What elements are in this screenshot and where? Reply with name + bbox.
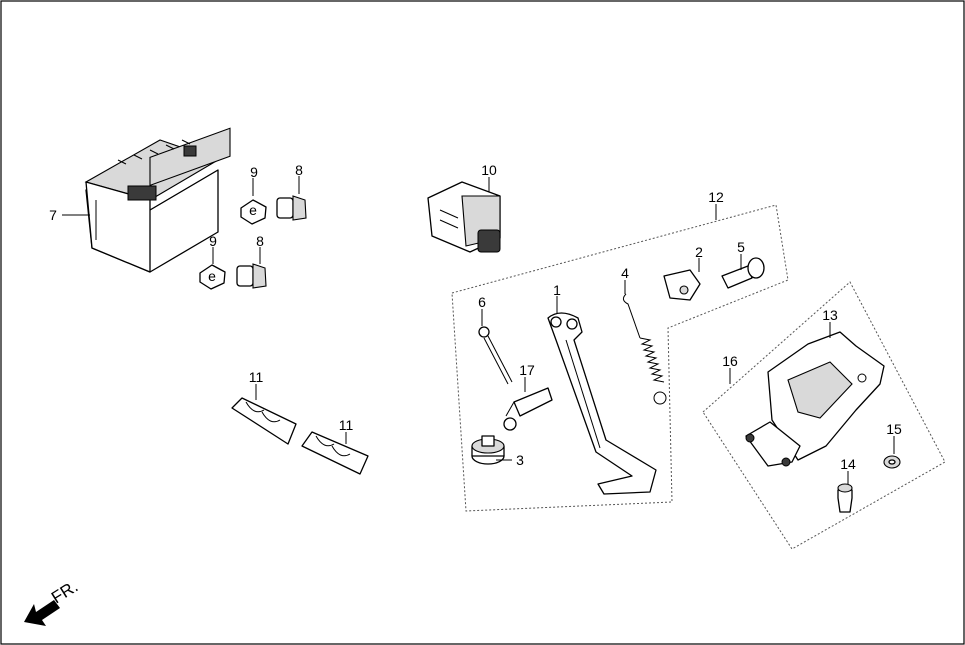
battery-part-7 — [84, 127, 231, 273]
front-direction-marker: FR. — [24, 577, 81, 626]
sensor-part-17 — [503, 387, 553, 431]
callout-1: 1 — [553, 282, 561, 298]
callouts: 7 9 8 9 8 10 12 2 5 4 1 6 17 3 11 11 13 … — [49, 162, 902, 472]
relay-part-10 — [427, 181, 501, 253]
leader-lines — [62, 176, 895, 484]
callout-8-lower: 8 — [256, 233, 264, 249]
spring-part-4 — [622, 293, 667, 405]
callout-16: 16 — [722, 353, 738, 369]
callout-12: 12 — [708, 189, 724, 205]
callout-17: 17 — [519, 362, 535, 378]
pivot-bolt-part-5 — [721, 257, 765, 289]
callout-6: 6 — [478, 294, 486, 310]
callout-14: 14 — [840, 456, 856, 472]
grip-part-11-right — [301, 431, 369, 475]
side-stand-part-1 — [547, 312, 657, 495]
callout-3: 3 — [516, 452, 524, 468]
grip-part-11-left — [231, 397, 297, 445]
bolt-part-8-upper — [276, 195, 307, 221]
bolt-part-8-lower — [236, 263, 267, 289]
washer-part-15 — [883, 455, 901, 469]
svg-text:e: e — [208, 268, 216, 284]
callout-5: 5 — [737, 239, 745, 255]
callout-9-lower: 9 — [209, 233, 217, 249]
callout-13: 13 — [822, 307, 838, 323]
callout-10: 10 — [481, 162, 497, 178]
bracket-part-2 — [663, 269, 701, 301]
group-outline-12 — [451, 204, 789, 512]
callout-9-upper: 9 — [250, 164, 258, 180]
nut-part-9-upper: e — [240, 199, 267, 225]
callout-7: 7 — [49, 207, 57, 223]
callout-4: 4 — [621, 265, 629, 281]
stand-bracket-part-13 — [745, 331, 885, 467]
front-arrow-icon — [24, 600, 60, 626]
bolt-part-14 — [837, 483, 853, 513]
callout-8-upper: 8 — [295, 162, 303, 178]
cotter-pin-part-6 — [478, 326, 513, 385]
callout-11-right: 11 — [339, 417, 354, 433]
svg-text:e: e — [249, 202, 257, 218]
stopper-part-3 — [471, 435, 505, 465]
callout-15: 15 — [886, 421, 902, 437]
callout-2: 2 — [695, 244, 703, 260]
nut-part-9-lower: e — [199, 264, 226, 290]
callout-11-left: 11 — [249, 369, 264, 385]
